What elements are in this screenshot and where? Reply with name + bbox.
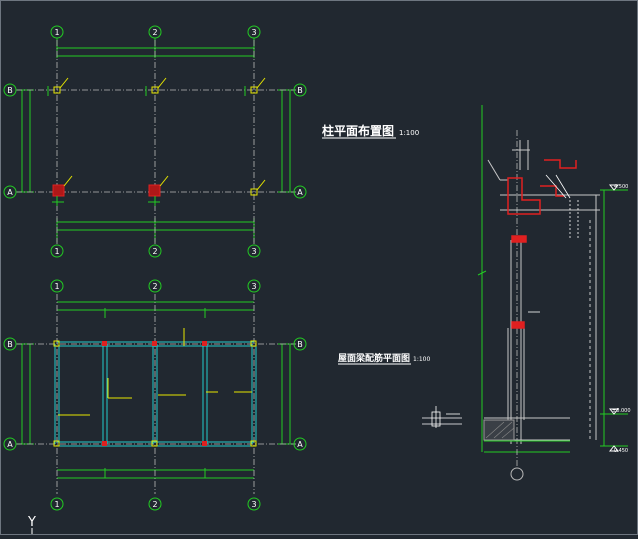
axis-label: 1 [54, 282, 59, 291]
roof-plan-scale: 1:100 [413, 356, 430, 363]
axis-bubble-2[interactable]: 2 [148, 244, 162, 258]
beam-detail [422, 406, 462, 428]
ground-hatch-lines [485, 421, 515, 439]
axis-bubble-3[interactable]: 3 [247, 244, 261, 258]
bottom-plan-grid [16, 294, 296, 494]
section-dimensions [477, 105, 628, 453]
axis-bubbles: 1 2 3 1 2 3 B A B A 1 2 3 1 2 3 B A B A [3, 25, 307, 511]
axis-label: 1 [54, 28, 59, 37]
axis-label: 2 [152, 247, 157, 256]
axis-bubble-1[interactable]: 1 [50, 497, 64, 511]
axis-label: A [297, 440, 303, 449]
roof-beam-plan [16, 294, 296, 494]
axis-label: 3 [251, 282, 256, 291]
axis-label: 2 [152, 28, 157, 37]
column-plan-scale: 1:100 [399, 129, 419, 137]
axis-label: 3 [251, 500, 256, 509]
drawing-titles: 柱平面布置图 1:100 屋面梁配筋平面图 1:100 [322, 123, 430, 365]
axis-label: 3 [251, 28, 256, 37]
section-leaders [528, 174, 579, 313]
elevation-triangle [608, 445, 620, 452]
axis-label: 2 [152, 282, 157, 291]
roof-plan-title[interactable]: 屋面梁配筋平面图 [338, 352, 410, 364]
wall-lines [484, 140, 600, 444]
axis-label: A [7, 188, 13, 197]
section-axis-bubble [510, 467, 524, 481]
axis-bubble-2[interactable]: 2 [148, 25, 162, 39]
bottom-plan-columns [53, 340, 257, 447]
axis-label: A [7, 440, 13, 449]
axis-bubble-1[interactable]: 1 [50, 25, 64, 39]
ground-hatch [483, 419, 515, 441]
top-plan-dimensions [17, 38, 295, 242]
axis-bubble-2[interactable]: 2 [148, 497, 162, 511]
axis-bubble-a[interactable]: A [3, 185, 17, 199]
ucs-icon: Y [27, 515, 36, 534]
axis-bubble-b[interactable]: B [3, 337, 17, 351]
axis-bubble-1[interactable]: 1 [50, 279, 64, 293]
elevation-mid[interactable]: ±0.000 [612, 408, 631, 414]
top-plan-columns [47, 77, 266, 206]
rebar-annotations [58, 328, 252, 416]
axis-label: A [297, 188, 303, 197]
column-layout-plan [16, 38, 296, 246]
axis-bubble-b[interactable]: B [293, 83, 307, 97]
axis-label: B [297, 340, 303, 349]
top-plan-grid [16, 40, 296, 246]
axis-bubble-3[interactable]: 3 [247, 25, 261, 39]
axis-label: 3 [251, 247, 256, 256]
axis-bubble-3[interactable]: 3 [247, 497, 261, 511]
axis-label: 2 [152, 500, 157, 509]
axis-bubble-a[interactable]: A [3, 437, 17, 451]
elevation-markers: 4.500 ±0.000 -0.450 [608, 184, 631, 454]
axis-bubble-b[interactable]: B [293, 337, 307, 351]
elevation-bottom[interactable]: -0.450 [612, 448, 628, 454]
axis-bubble-a[interactable]: A [293, 437, 307, 451]
wall-section-detail: 4.500 ±0.000 -0.450 [477, 105, 631, 481]
ucs-y-label: Y [27, 515, 36, 530]
elevation-top[interactable]: 4.500 [614, 184, 628, 190]
axis-label: 1 [54, 247, 59, 256]
axis-bubble-3[interactable]: 3 [247, 279, 261, 293]
axis-bubble-a[interactable]: A [293, 185, 307, 199]
column-plan-title[interactable]: 柱平面布置图 [322, 123, 394, 138]
section-red-parts [507, 159, 577, 329]
axis-label: 1 [54, 500, 59, 509]
axis-label: B [297, 86, 303, 95]
axis-label: B [7, 86, 13, 95]
elevation-triangle [608, 408, 620, 415]
elevation-triangle [608, 184, 620, 191]
axis-bubble-b[interactable]: B [3, 83, 17, 97]
bottom-plan-dimensions [17, 301, 295, 479]
axis-label: B [7, 340, 13, 349]
roof-beams [54, 341, 257, 447]
axis-bubble-1[interactable]: 1 [50, 244, 64, 258]
axis-bubble-2[interactable]: 2 [148, 279, 162, 293]
